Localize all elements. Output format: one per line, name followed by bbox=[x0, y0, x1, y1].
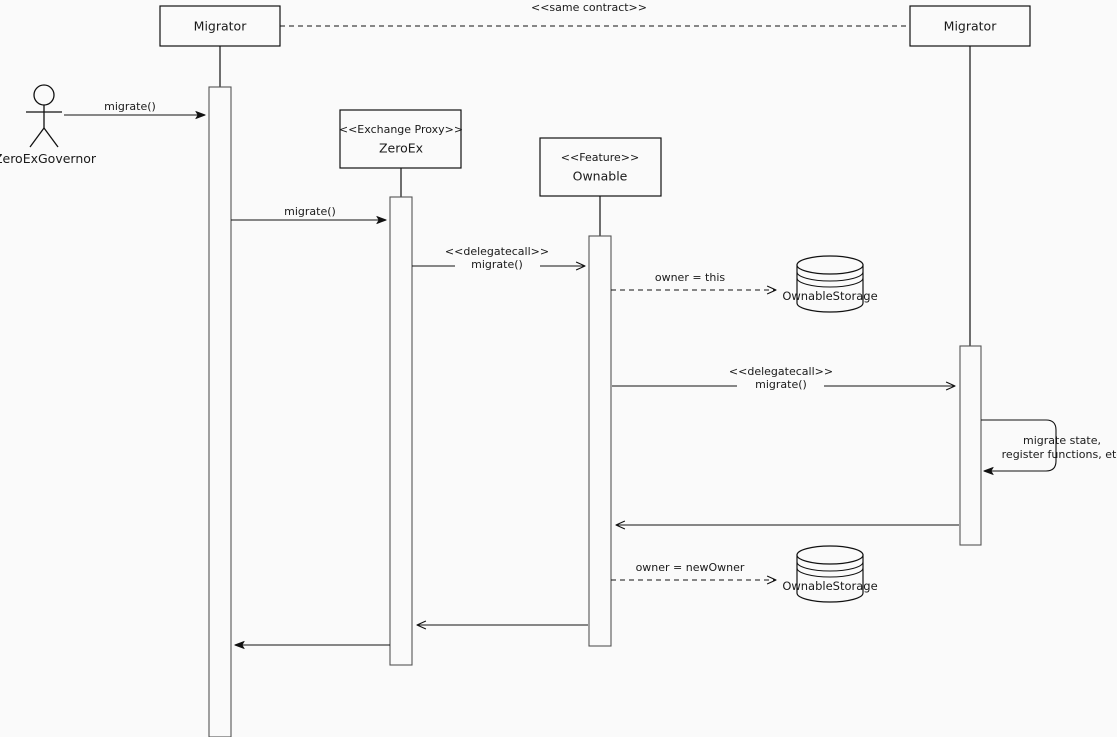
message-migrator-zeroex-migrate[interactable]: migrate() bbox=[231, 205, 386, 220]
message-stereotype-label: <<delegatecall>> bbox=[445, 245, 549, 258]
participant-box[interactable] bbox=[909, 5, 1031, 47]
participant-label: Ownable bbox=[573, 169, 628, 184]
participant-label: ZeroEx bbox=[379, 141, 423, 156]
message-label: migrate() bbox=[471, 258, 523, 271]
participant-box[interactable] bbox=[159, 5, 281, 47]
participant-label: Migrator bbox=[944, 19, 998, 34]
message-label: migrate() bbox=[755, 378, 807, 391]
lifeline-ownable-feature[interactable]: <<Feature>> Ownable bbox=[539, 137, 662, 647]
actor-head-icon bbox=[33, 84, 55, 106]
message-label: owner = this bbox=[655, 271, 726, 284]
db-disc-line-1 bbox=[796, 561, 864, 572]
database-label: OwnableStorage bbox=[782, 289, 877, 303]
actor-leg-left bbox=[29, 127, 45, 148]
message-owner-equals-this[interactable]: owner = this bbox=[611, 271, 776, 290]
message-zeroex-ownable-delegatecall[interactable]: <<delegatecall>> migrate() bbox=[412, 245, 585, 271]
participant-box[interactable] bbox=[539, 137, 662, 197]
lifeline-migrator-left[interactable]: Migrator bbox=[159, 5, 281, 737]
activation-bar bbox=[208, 86, 232, 737]
message-owner-equals-newowner[interactable]: owner = newOwner bbox=[611, 561, 776, 580]
participant-label: Migrator bbox=[194, 19, 248, 34]
self-message-migrate-state[interactable]: migrate state, register functions, etc bbox=[981, 419, 1117, 471]
message-label: migrate() bbox=[284, 205, 336, 218]
message-label: owner = newOwner bbox=[636, 561, 745, 574]
participant-stereotype: <<Feature>> bbox=[561, 151, 639, 164]
self-message-label-line-1: migrate state, bbox=[1023, 434, 1101, 447]
participant-box[interactable] bbox=[339, 109, 462, 169]
lifeline-migrator-right[interactable]: Migrator bbox=[909, 5, 1031, 546]
lifeline-zeroex-proxy[interactable]: <<Exchange Proxy>> ZeroEx bbox=[339, 109, 463, 666]
actor-leg-right bbox=[43, 127, 59, 148]
database-ownable-storage-1[interactable]: OwnableStorage bbox=[782, 255, 878, 313]
message-label: migrate() bbox=[104, 100, 156, 113]
self-message-path bbox=[981, 419, 1057, 471]
db-cylinder-top bbox=[796, 255, 864, 275]
db-cylinder-top bbox=[796, 545, 864, 565]
db-disc-line-1 bbox=[796, 271, 864, 282]
actor-label: ZeroExGovernor bbox=[0, 151, 97, 166]
db-cylinder-body bbox=[796, 264, 864, 313]
db-disc-line-2 bbox=[796, 277, 864, 288]
activation-bar bbox=[959, 345, 982, 546]
activation-bar bbox=[588, 235, 612, 647]
database-ownable-storage-2[interactable]: OwnableStorage bbox=[782, 545, 878, 603]
participant-stereotype: <<Exchange Proxy>> bbox=[339, 123, 463, 136]
database-label: OwnableStorage bbox=[782, 579, 877, 593]
link-same-contract: <<same contract>> bbox=[280, 1, 910, 27]
message-ownable-migrator-delegatecall[interactable]: <<delegatecall>> migrate() bbox=[612, 365, 955, 391]
actor-zeroex-governor[interactable]: ZeroExGovernor bbox=[0, 84, 97, 166]
message-governor-migrate[interactable]: migrate() bbox=[64, 100, 205, 115]
message-stereotype-label: <<delegatecall>> bbox=[729, 365, 833, 378]
db-cylinder-body bbox=[796, 554, 864, 603]
activation-bar bbox=[389, 196, 413, 666]
db-disc-line-2 bbox=[796, 567, 864, 578]
same-contract-label: <<same contract>> bbox=[531, 1, 647, 14]
self-message-label-line-2: register functions, etc bbox=[1002, 448, 1117, 461]
